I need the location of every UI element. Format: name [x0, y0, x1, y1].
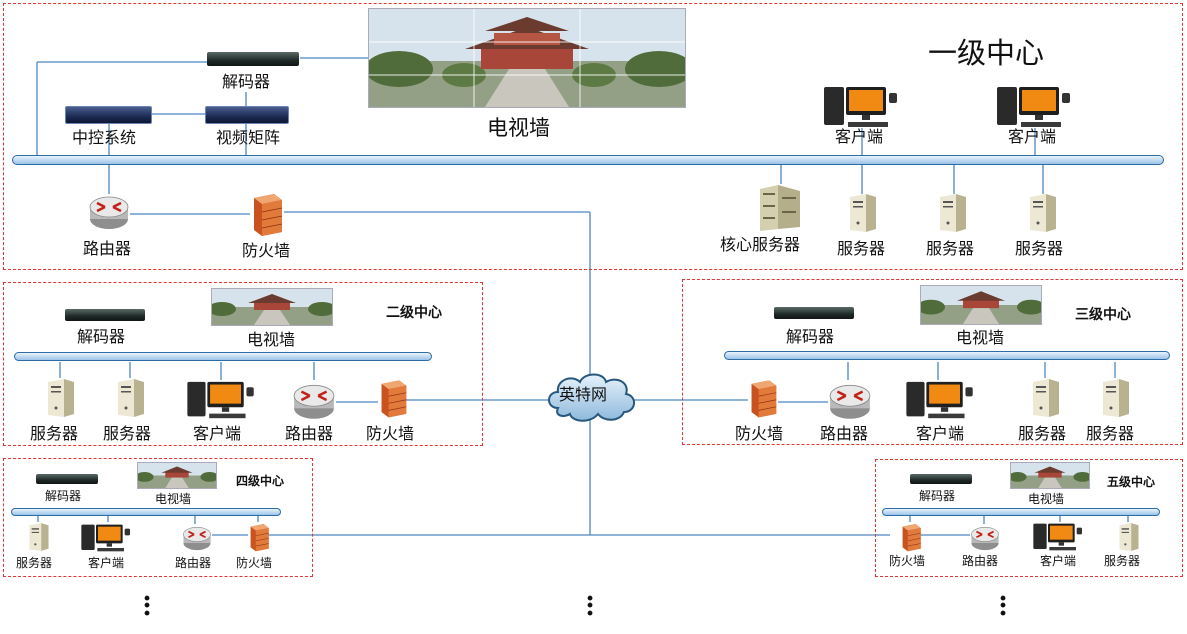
video-matrix-device [205, 106, 289, 124]
core-server-label: 核心服务器 [720, 235, 801, 254]
firewall-label: 防火墙 [236, 556, 273, 570]
center-level4-title: 四级中心 [236, 474, 285, 488]
firewall-icon [378, 377, 408, 419]
server-icon [1028, 193, 1058, 233]
client-computer-icon [822, 85, 900, 129]
router-label: 路由器 [175, 556, 212, 570]
client-label: 客户端 [916, 424, 965, 443]
video-matrix-label: 视频矩阵 [216, 128, 281, 147]
client-label: 客户端 [193, 424, 242, 443]
internet-cloud-icon [544, 368, 638, 426]
level5-network-bus [882, 508, 1160, 516]
router-icon [970, 524, 1000, 552]
firewall-label: 防火墙 [242, 241, 291, 260]
server-icon [46, 378, 76, 418]
center-level1-panel [3, 3, 1183, 270]
firewall-label: 防火墙 [889, 554, 926, 568]
center-level2-panel [3, 282, 483, 446]
decoder-device [36, 474, 98, 484]
continuation-dots-center: ··· [585, 584, 595, 629]
client-label: 客户端 [88, 556, 125, 570]
center-level3-title: 三级中心 [1075, 307, 1131, 323]
central-control-device [65, 106, 152, 124]
server-label: 服务器 [1086, 424, 1135, 443]
tv-wall-image [1010, 462, 1090, 489]
client-computer-icon [80, 523, 132, 553]
center-level4-panel [3, 458, 313, 577]
firewall-icon [250, 192, 284, 236]
decoder-device [910, 474, 972, 484]
server-icon [1031, 378, 1061, 418]
router-icon [828, 381, 872, 421]
tv-wall-image [368, 8, 686, 108]
router-label: 路由器 [285, 424, 334, 443]
decoder-label: 解码器 [45, 489, 82, 503]
continuation-dots-left: ··· [142, 584, 152, 629]
tv-wall-label: 电视墙 [155, 492, 192, 506]
tv-wall-label: 电视墙 [956, 328, 1005, 347]
server-label: 服务器 [103, 424, 152, 443]
firewall-label: 防火墙 [735, 424, 784, 443]
server-icon [116, 378, 146, 418]
router-icon [182, 524, 212, 552]
center-level5-title: 五级中心 [1107, 475, 1156, 489]
level3-network-bus [724, 351, 1170, 360]
decoder-label: 解码器 [77, 327, 126, 346]
router-label: 路由器 [820, 424, 869, 443]
center-level2-title: 二级中心 [386, 305, 442, 321]
server-label: 服务器 [30, 424, 79, 443]
decoder-label: 解码器 [222, 72, 271, 91]
server-icon [28, 522, 50, 552]
server-label: 服务器 [16, 556, 53, 570]
client-computer-icon [1032, 522, 1084, 552]
tv-wall-image [137, 462, 217, 489]
router-icon [88, 193, 130, 231]
decoder-label: 解码器 [786, 327, 835, 346]
client-computer-icon [904, 380, 976, 420]
tv-wall-image [211, 288, 333, 326]
router-icon [292, 381, 336, 421]
core-server-icon [758, 183, 802, 233]
tv-wall-label: 电视墙 [487, 116, 550, 140]
client-label: 客户端 [835, 127, 884, 146]
continuation-dots-right: ··· [998, 584, 1008, 629]
tv-wall-image [920, 285, 1042, 325]
client-label: 客户端 [1008, 127, 1057, 146]
server-label: 服务器 [926, 239, 975, 258]
decoder-label: 解码器 [919, 489, 956, 503]
firewall-icon [248, 522, 270, 552]
server-label: 服务器 [1015, 239, 1064, 258]
firewall-icon [748, 377, 778, 419]
center-level5-panel [875, 459, 1183, 577]
decoder-device [65, 309, 145, 321]
level4-network-bus [11, 508, 281, 516]
center-level1-title: 一级中心 [928, 36, 1045, 70]
client-label: 客户端 [1040, 554, 1077, 568]
tv-wall-label: 电视墙 [247, 330, 296, 349]
decoder-device [774, 307, 854, 319]
level1-network-bus [12, 155, 1164, 165]
server-label: 服务器 [1018, 424, 1067, 443]
server-icon [1118, 522, 1140, 552]
server-icon [1101, 378, 1131, 418]
center-level3-panel [682, 279, 1183, 445]
router-label: 路由器 [83, 239, 132, 258]
firewall-icon [900, 522, 922, 552]
server-label: 服务器 [1104, 554, 1141, 568]
client-computer-icon [995, 85, 1073, 129]
decoder-device [207, 52, 299, 66]
internet-label: 英特网 [559, 385, 608, 404]
server-icon [848, 193, 878, 233]
router-label: 路由器 [962, 554, 999, 568]
server-icon [938, 193, 968, 233]
server-label: 服务器 [837, 239, 886, 258]
client-computer-icon [185, 380, 257, 420]
tv-wall-label: 电视墙 [1028, 492, 1065, 506]
firewall-label: 防火墙 [366, 424, 415, 443]
level2-network-bus [14, 352, 432, 361]
central-control-label: 中控系统 [72, 128, 137, 147]
